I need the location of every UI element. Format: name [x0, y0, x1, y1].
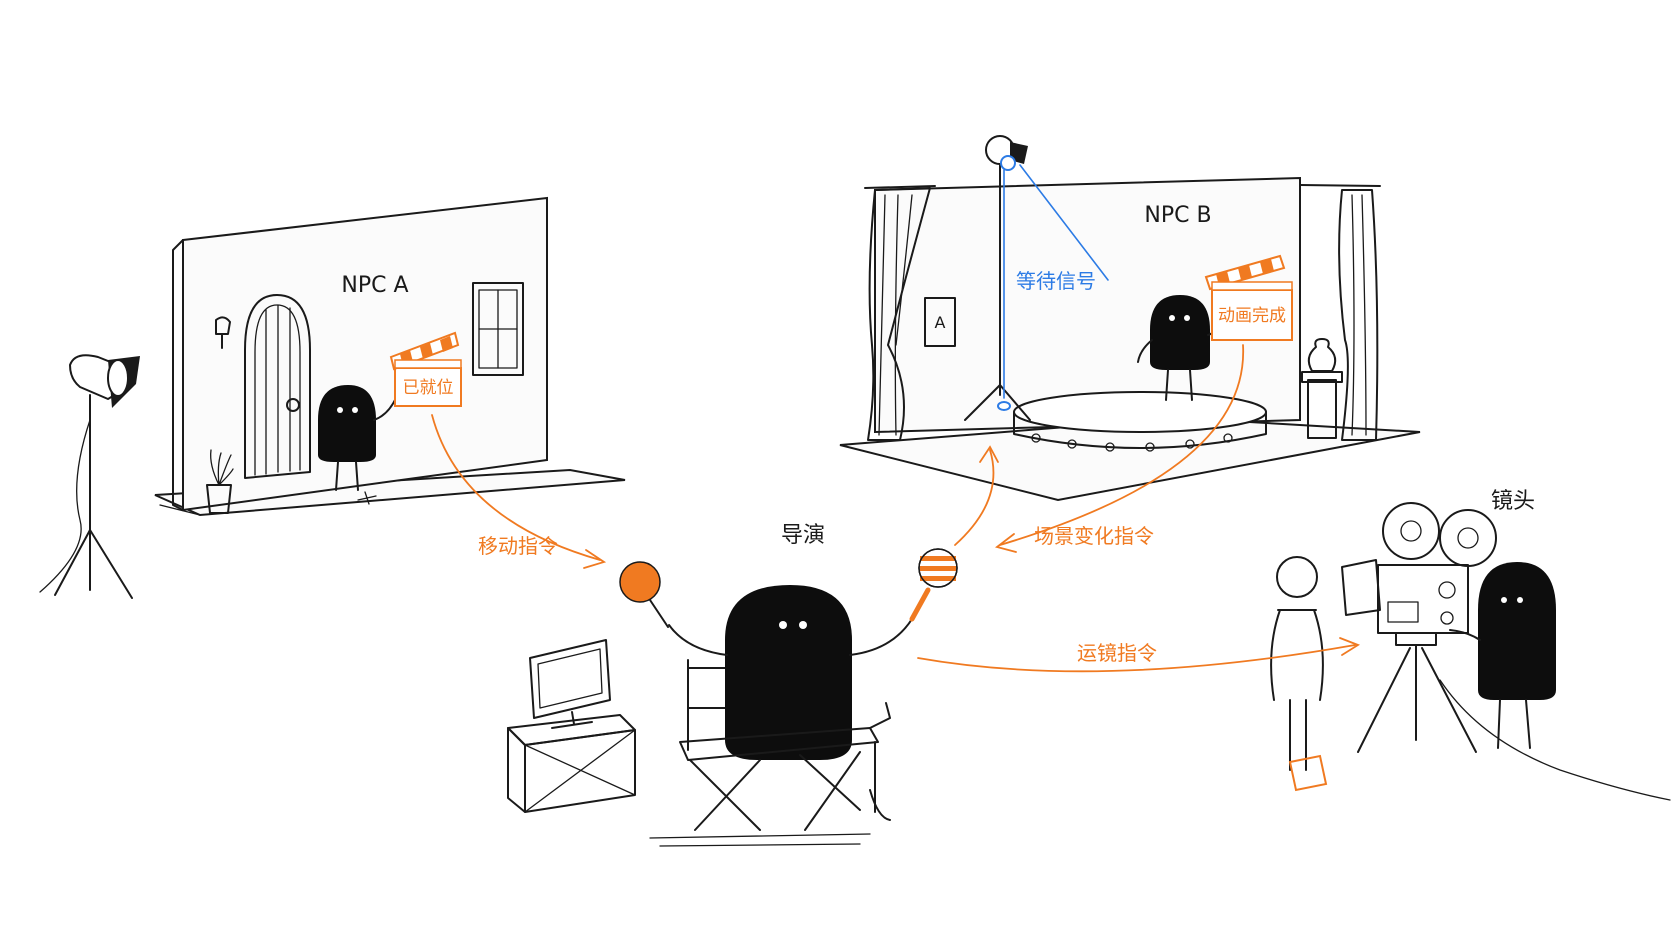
pedestal [1307, 379, 1337, 439]
floor-mark-icon [1288, 754, 1328, 792]
leg [1189, 369, 1193, 401]
curtain-rod [864, 185, 936, 189]
set-a-wall [182, 196, 548, 512]
right-arm [849, 618, 913, 656]
leg [869, 789, 891, 821]
paddle-handle [909, 587, 931, 622]
cable [1439, 679, 1671, 801]
arm [1137, 339, 1153, 363]
arrowhead [1339, 637, 1360, 656]
eye [1517, 597, 1523, 603]
camera-command-label: 运镜指令 [1077, 641, 1157, 665]
curtain-rod [1299, 184, 1381, 187]
set-a: 已就位 NPC A [154, 196, 626, 517]
command-arrows: 移动指令 场景变化指令 运镜指令 [431, 344, 1360, 673]
camera-body [1377, 564, 1469, 634]
actor-head [1276, 556, 1318, 598]
scene-paddle-icon [918, 548, 958, 588]
poster-letter: A [935, 313, 946, 332]
scene-change-arrow [999, 344, 1244, 546]
signal-beam [1019, 164, 1109, 281]
scene-change-label: 场景变化指令 [1034, 524, 1154, 548]
stage-spotlight: 等待信号 [964, 135, 1109, 421]
npc-b-status-text: 动画完成 [1218, 306, 1286, 326]
arm [1449, 629, 1481, 641]
wall-side [172, 239, 184, 511]
door-knob [286, 398, 300, 412]
npc-b-label: NPC B [1144, 203, 1211, 228]
chair-seat [679, 727, 879, 761]
floor-edge [159, 504, 201, 516]
camera-command-arrow [917, 644, 1356, 673]
move-paddle-icon [619, 561, 661, 603]
eye [1184, 315, 1190, 321]
arrowhead [583, 549, 607, 569]
eye [352, 407, 358, 413]
plant-pot [206, 484, 232, 514]
eye [337, 407, 343, 413]
leg [355, 461, 359, 491]
npc-a-label: NPC A [341, 273, 408, 298]
director-character [725, 585, 852, 760]
move-command-arrow [431, 414, 601, 561]
actor-body [1270, 609, 1324, 701]
monitor-station [507, 639, 636, 813]
left-spotlight [39, 354, 140, 599]
plant-icon [210, 449, 234, 486]
door-frame [254, 304, 301, 476]
signal-marker [997, 401, 1011, 411]
paddle-handle [649, 599, 669, 628]
director-area: 导演 [619, 523, 958, 847]
wall-poster [924, 297, 956, 347]
npc-b-character [1150, 295, 1210, 370]
npc-a-clapboard: 已就位 [389, 331, 462, 407]
director-label: 导演 [781, 523, 825, 548]
eye [779, 621, 787, 629]
arrowhead [979, 445, 999, 463]
wait-signal-label: 等待信号 [1016, 269, 1096, 293]
monitor [529, 639, 611, 719]
left-arm [668, 624, 728, 656]
eye [799, 621, 807, 629]
wall-lamp-icon [215, 316, 231, 335]
crate-side [507, 727, 526, 813]
npc-b-clapboard: 动画完成 [1204, 254, 1293, 341]
leg [335, 461, 339, 491]
camera-lens [1341, 559, 1381, 616]
eye [1501, 597, 1507, 603]
arrowhead [994, 533, 1017, 553]
move-command-label: 移动指令 [478, 534, 558, 558]
vase-icon [1307, 338, 1337, 372]
camera-operator [1478, 562, 1556, 700]
film-reel-icon [1382, 502, 1440, 560]
leg [1165, 369, 1169, 401]
floor-mark-icon [357, 491, 377, 505]
floor-hatch [649, 833, 871, 847]
round-stage [1013, 391, 1267, 433]
camera-area: 镜头 [1270, 489, 1671, 801]
set-b: A 动画完成 NPC B [839, 176, 1421, 502]
right-curtain [1338, 189, 1379, 441]
left-curtain [867, 187, 931, 441]
window [472, 282, 524, 376]
door [244, 294, 311, 479]
camera-label: 镜头 [1491, 489, 1535, 514]
film-reel-icon [1439, 509, 1497, 567]
eye [1169, 315, 1175, 321]
npc-a-status-text: 已就位 [403, 378, 454, 398]
npc-a-character [318, 385, 376, 462]
crate-top [507, 714, 636, 746]
stage-trigger-arrow [954, 449, 995, 546]
